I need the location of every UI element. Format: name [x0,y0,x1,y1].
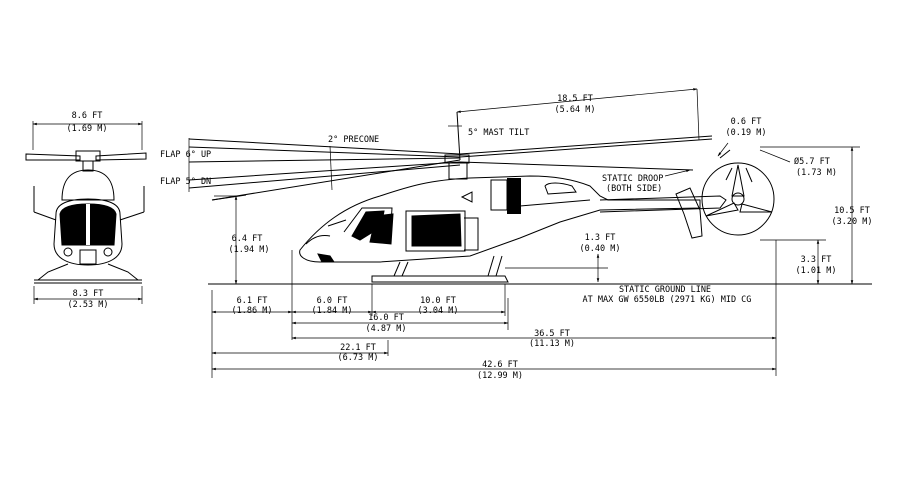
side-view: 18.5 FT (5.64 M) 5° MAST TILT 2° PRECONE… [160,88,873,305]
skid-height-m: (0.40 M) [580,244,621,254]
mast-tilt-label: 5° MAST TILT [468,128,529,138]
overall-height: 10.5 FT [834,206,870,216]
ground-line-label: STATIC GROUND LINE [619,285,711,295]
rotor-diameter-m: (5.64 M) [555,105,596,115]
dim-16-0: 16.0 FT [368,313,404,323]
ground-line-note: AT MAX GW 6550LB (2971 KG) MID CG [583,295,752,305]
bottom-dimensions: 6.1 FT (1.86 M) 6.0 FT (1.84 M) 10.0 FT … [211,240,777,381]
dim-10-0-m: (3.04 M) [418,306,459,316]
dim-22-1-m: (6.73 M) [338,353,379,363]
dim-42-6: 42.6 FT [482,360,518,370]
front-skid-width: 8.3 FT [73,289,104,299]
dim-42-6-m: (12.99 M) [477,371,523,381]
rotor-diameter: 18.5 FT [557,94,593,104]
dim-36-5: 36.5 FT [534,329,570,339]
dim-6-0: 6.0 FT [317,296,348,306]
precone-label: 2° PRECONE [328,135,379,145]
static-droop-label: STATIC DROOP [602,174,663,184]
dim-16-0-m: (4.87 M) [366,324,407,334]
tail-clearance-m: (0.19 M) [726,128,767,138]
cabin-height-m: (1.94 M) [229,245,270,255]
dim-6-0-m: (1.84 M) [312,306,353,316]
flap-dn-label: FLAP 5° DN [160,177,211,187]
tail-rotor-height-m: (1.01 M) [796,266,837,276]
dim-22-1: 22.1 FT [340,343,376,353]
tail-rotor-diameter-m: (1.73 M) [796,168,837,178]
front-rotor-width: 8.6 FT [72,111,103,121]
tail-rotor-height: 3.3 FT [801,255,832,265]
tail-clearance: 0.6 FT [731,117,762,127]
flap-up-label: FLAP 6° UP [160,150,211,160]
static-droop-note: (BOTH SIDE) [606,184,662,194]
dim-36-5-m: (11.13 M) [529,339,575,349]
dim-6-1: 6.1 FT [237,296,268,306]
dim-6-1-m: (1.86 M) [232,306,273,316]
front-rotor-width-m: (1.69 M) [67,124,108,134]
cabin-height: 6.4 FT [232,234,263,244]
front-view: 8.6 FT (1.69 M) 8.3 FT (2.53 M) [25,111,147,310]
dim-10-0: 10.0 FT [420,296,456,306]
overall-height-m: (3.20 M) [832,217,873,227]
tail-rotor-diameter: Ø5.7 FT [794,156,830,167]
front-skid-width-m: (2.53 M) [68,300,109,310]
skid-height: 1.3 FT [585,233,616,243]
